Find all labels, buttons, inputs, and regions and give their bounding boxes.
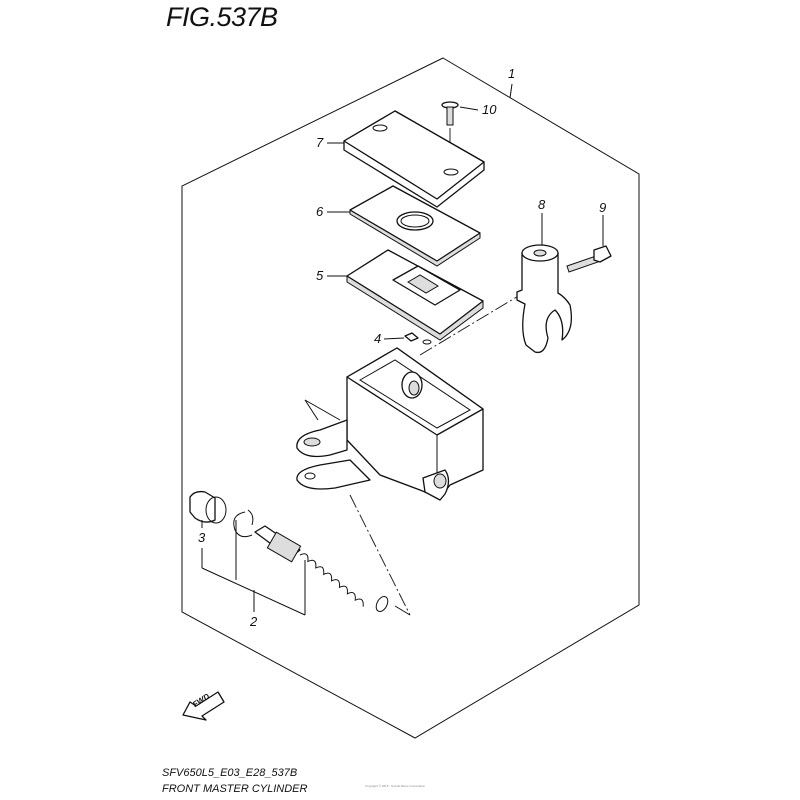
- part-4-plate[interactable]: [383, 332, 432, 345]
- part-3-boot[interactable]: [189, 490, 227, 524]
- leader-line: [394, 605, 411, 616]
- copyright-text: Copyright © 2015 - Suzuki Motor Corporat…: [365, 784, 426, 788]
- callout-9: 9: [599, 200, 607, 215]
- master-cylinder-body[interactable]: [296, 347, 484, 501]
- callout-3: 3: [198, 530, 206, 545]
- callout-10: 10: [482, 102, 497, 117]
- alignment-line: [349, 494, 411, 616]
- figure-title: FIG.537B: [166, 2, 278, 32]
- part-10-screw[interactable]: [441, 101, 479, 126]
- callout-brackets: [201, 520, 306, 616]
- alignment-line: [419, 294, 521, 356]
- callout-4: 4: [374, 331, 382, 346]
- leader-line: [304, 399, 319, 421]
- leader-1: [509, 83, 513, 99]
- part-8-holder[interactable]: [516, 213, 573, 354]
- figure-name: FRONT MASTER CYLINDER: [162, 783, 308, 795]
- callout-7: 7: [316, 135, 324, 150]
- part-7-reservoir-cap[interactable]: [327, 110, 485, 208]
- leader-line: [304, 399, 341, 421]
- callout-2: 2: [250, 614, 258, 629]
- callout-8: 8: [538, 197, 546, 212]
- assembly-frame: [181, 57, 640, 739]
- callout-1: 1: [508, 66, 516, 81]
- fwd-direction-arrow: [182, 691, 225, 721]
- part-6-diaphragm-plate[interactable]: [327, 185, 481, 267]
- part-5-diaphragm[interactable]: [327, 249, 484, 341]
- callout-5: 5: [316, 268, 324, 283]
- callout-6: 6: [316, 204, 324, 219]
- part-2-piston-set[interactable]: [233, 509, 390, 613]
- part-9-bolt[interactable]: [566, 215, 612, 273]
- model-code: SFV650L5_E03_E28_537B: [162, 767, 298, 779]
